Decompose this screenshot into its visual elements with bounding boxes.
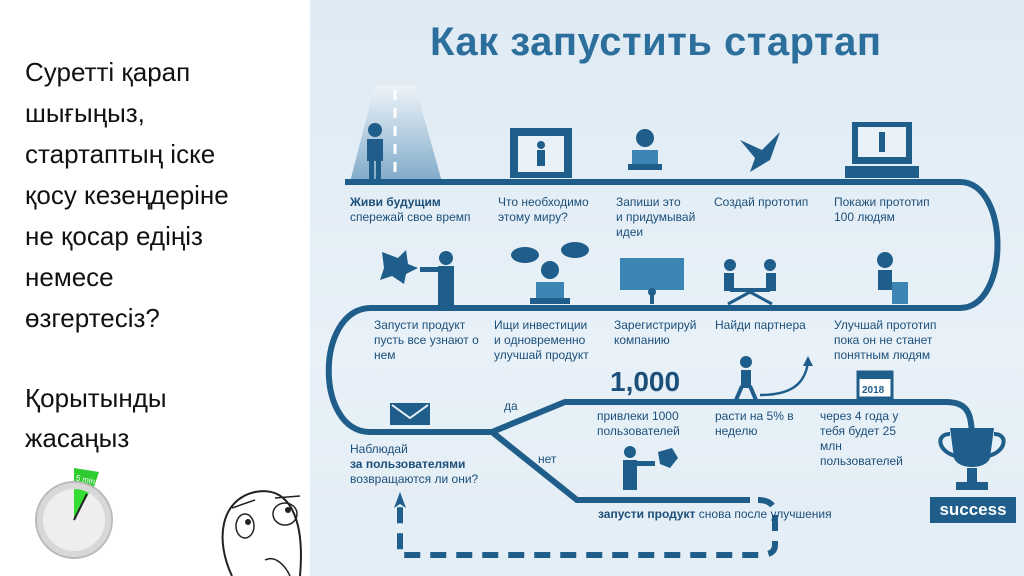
- question-line: шығыңыз,: [25, 98, 145, 128]
- question-line: Суретті қарап: [25, 57, 191, 87]
- origami-bird-icon: [740, 132, 780, 172]
- partners-meeting-icon: [724, 259, 776, 306]
- explosion-shout-icon: [380, 250, 454, 306]
- step-title: Запиши это: [616, 195, 681, 209]
- question-line: немесе: [25, 262, 114, 292]
- growth-arrow-icon: [759, 361, 810, 397]
- step-desc: снова после улучшения: [698, 507, 832, 521]
- question-line: стартаптың іске: [25, 139, 216, 169]
- step-title: Наблюдай: [350, 442, 408, 456]
- step-desc: компанию: [614, 333, 670, 347]
- step-title: Что необходимо: [498, 195, 589, 209]
- step-desc: пока он не станет понятным людям: [834, 333, 933, 362]
- step-desc: 100 людям: [834, 210, 895, 224]
- conclusion-line: жасаңыз: [25, 423, 130, 453]
- infographic-title: Как запустить стартап: [430, 20, 882, 64]
- timer-icon: 5 min: [35, 468, 113, 559]
- step-title: Зарегистрируй: [614, 318, 697, 332]
- question-line: не қосар едіңіз: [25, 221, 203, 251]
- step-desc: возвращаются ли они?: [350, 472, 479, 486]
- shouting-person-icon: [623, 446, 678, 490]
- relaunch-step: запусти продукт снова после улучшения: [598, 507, 832, 522]
- big-number: 1,000: [610, 366, 681, 397]
- writing-person-icon: [628, 129, 662, 170]
- person-laptop-recycle-icon: [877, 252, 908, 304]
- step-prototype: Создай прототип: [714, 195, 808, 210]
- step-title: Живи будущим: [350, 195, 441, 209]
- no-label: нет: [538, 452, 557, 466]
- question-line: өзгертесіз?: [25, 303, 160, 333]
- question-line: қосу кезеңдеріне: [25, 180, 229, 210]
- step-title: запусти продукт: [598, 507, 696, 521]
- framed-person-icon: [510, 128, 572, 178]
- yes-label: да: [504, 399, 518, 413]
- roadmap-path: 2018: [325, 85, 1006, 558]
- step-title: Покажи прототип: [834, 195, 930, 209]
- step-desc: и одновременно улучшай продукт: [494, 333, 589, 362]
- envelope-icon: [390, 403, 430, 425]
- growth-step: привлеки 1000 пользователей: [597, 409, 680, 438]
- thinking-person-laptop-icon: [511, 242, 589, 304]
- step-partner: Найди партнера: [715, 318, 806, 333]
- step-desc: спережай свое времп: [350, 210, 471, 224]
- step-title-bold: за пользователями: [350, 457, 466, 471]
- presentation-icon: [845, 122, 919, 178]
- up-arrow-icon: [394, 492, 406, 508]
- certificate-icon: [620, 258, 684, 304]
- calendar-year: 2018: [862, 385, 885, 396]
- step-desc: пусть все узнают о нем: [374, 333, 479, 362]
- walking-person-icon: [734, 356, 758, 401]
- conclusion-line: Қорытынды: [25, 383, 167, 413]
- step-title: Создай прототип: [714, 195, 809, 209]
- question-panel: Суретті қарап шығыңыз, стартаптың іске қ…: [0, 0, 310, 576]
- step-title: Улучшай прототип: [834, 318, 937, 332]
- trophy-icon: [938, 428, 1006, 490]
- success-badge: success: [930, 497, 1016, 523]
- step-title: Запусти продукт: [374, 318, 466, 332]
- calendar-icon: [856, 370, 894, 400]
- growth-step: через 4 года у тебя будет 25 млн пользов…: [820, 409, 903, 468]
- person-icon: [367, 123, 383, 180]
- growth-step: расти на 5% в неделю: [715, 409, 794, 438]
- step-desc: и придумывай идеи: [616, 210, 696, 239]
- step-desc: этому миру?: [498, 210, 568, 224]
- step-title: Найди партнера: [715, 318, 806, 332]
- step-title: Ищи инвестиции: [494, 318, 588, 332]
- thinking-face-icon: [221, 490, 302, 576]
